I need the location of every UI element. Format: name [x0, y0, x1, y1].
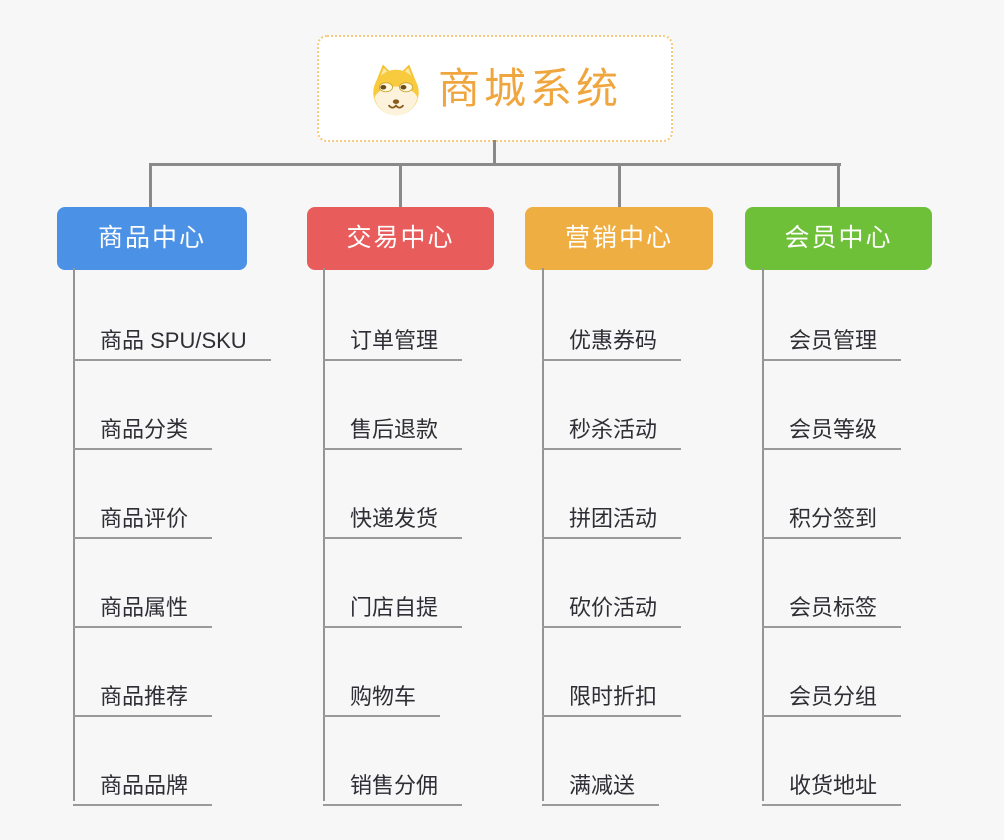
child-item[interactable]: 拼团活动: [542, 491, 682, 539]
root-title: 商城系统: [437, 64, 622, 112]
branch-node[interactable]: 商品中心: [57, 207, 247, 270]
branch-node[interactable]: 交易中心: [307, 207, 494, 270]
branch-children-line: [762, 268, 764, 801]
child-item-label: 积分签到: [789, 505, 878, 531]
child-item[interactable]: 会员等级: [762, 402, 902, 450]
branch-node[interactable]: 会员中心: [745, 207, 932, 270]
branch-children-line: [323, 268, 325, 801]
child-item[interactable]: 购物车: [323, 669, 441, 717]
child-item[interactable]: 优惠券码: [542, 313, 682, 361]
root-node[interactable]: 商城系统: [317, 35, 673, 142]
child-item[interactable]: 秒杀活动: [542, 402, 682, 450]
branch-children-line: [73, 268, 75, 801]
child-item[interactable]: 满减送: [542, 758, 660, 806]
child-item[interactable]: 会员分组: [762, 669, 902, 717]
branch-horizontal-line: [150, 163, 841, 166]
child-item-label: 会员分组: [789, 683, 878, 709]
child-item[interactable]: 销售分佣: [323, 758, 463, 806]
child-item[interactable]: 商品推荐: [73, 669, 213, 717]
child-item-label: 拼团活动: [569, 505, 658, 531]
child-item-label: 商品品牌: [100, 772, 189, 798]
root-stem-line: [493, 140, 496, 163]
branch-node-label: 商品中心: [97, 224, 206, 252]
child-item-label: 收货地址: [789, 772, 878, 798]
child-item-label: 购物车: [350, 683, 417, 709]
child-item[interactable]: 商品评价: [73, 491, 213, 539]
child-item-label: 门店自提: [350, 594, 439, 620]
child-item-label: 秒杀活动: [569, 416, 658, 442]
child-item[interactable]: 限时折扣: [542, 669, 682, 717]
child-item[interactable]: 订单管理: [323, 313, 463, 361]
child-item[interactable]: 门店自提: [323, 580, 463, 628]
child-item-label: 售后退款: [350, 416, 439, 442]
child-item-label: 优惠券码: [569, 327, 658, 353]
child-item[interactable]: 商品品牌: [73, 758, 213, 806]
branch-node-label: 营销中心: [564, 224, 673, 252]
child-item[interactable]: 商品属性: [73, 580, 213, 628]
child-item[interactable]: 商品 SPU/SKU: [73, 313, 271, 361]
child-item-label: 商品 SPU/SKU: [100, 327, 247, 353]
branch-drop-line: [399, 163, 402, 210]
branch-node-label: 交易中心: [346, 224, 455, 252]
branch-drop-line: [837, 163, 840, 210]
child-item-label: 会员管理: [789, 327, 878, 353]
child-item[interactable]: 会员标签: [762, 580, 902, 628]
child-item-label: 快递发货: [350, 505, 439, 531]
child-item-label: 商品属性: [100, 594, 189, 620]
child-item-label: 会员标签: [789, 594, 878, 620]
child-item-label: 限时折扣: [569, 683, 658, 709]
child-item-label: 商品分类: [100, 416, 189, 442]
child-item-label: 订单管理: [350, 327, 439, 353]
dog-face-icon: [373, 64, 419, 115]
child-item[interactable]: 积分签到: [762, 491, 902, 539]
child-item-label: 商品推荐: [100, 683, 189, 709]
branch-drop-line: [149, 163, 152, 210]
child-item[interactable]: 收货地址: [762, 758, 902, 806]
branch-children-line: [542, 268, 544, 801]
child-item-label: 砍价活动: [569, 594, 658, 620]
branch-drop-line: [618, 163, 621, 210]
child-item-label: 商品评价: [100, 505, 189, 531]
child-item[interactable]: 商品分类: [73, 402, 213, 450]
child-item-label: 满减送: [569, 772, 636, 798]
child-item[interactable]: 售后退款: [323, 402, 463, 450]
child-item-label: 销售分佣: [350, 772, 439, 798]
child-item[interactable]: 会员管理: [762, 313, 902, 361]
child-item-label: 会员等级: [789, 416, 878, 442]
branch-node[interactable]: 营销中心: [525, 207, 713, 270]
child-item[interactable]: 快递发货: [323, 491, 463, 539]
child-item[interactable]: 砍价活动: [542, 580, 682, 628]
branch-node-label: 会员中心: [784, 224, 893, 252]
